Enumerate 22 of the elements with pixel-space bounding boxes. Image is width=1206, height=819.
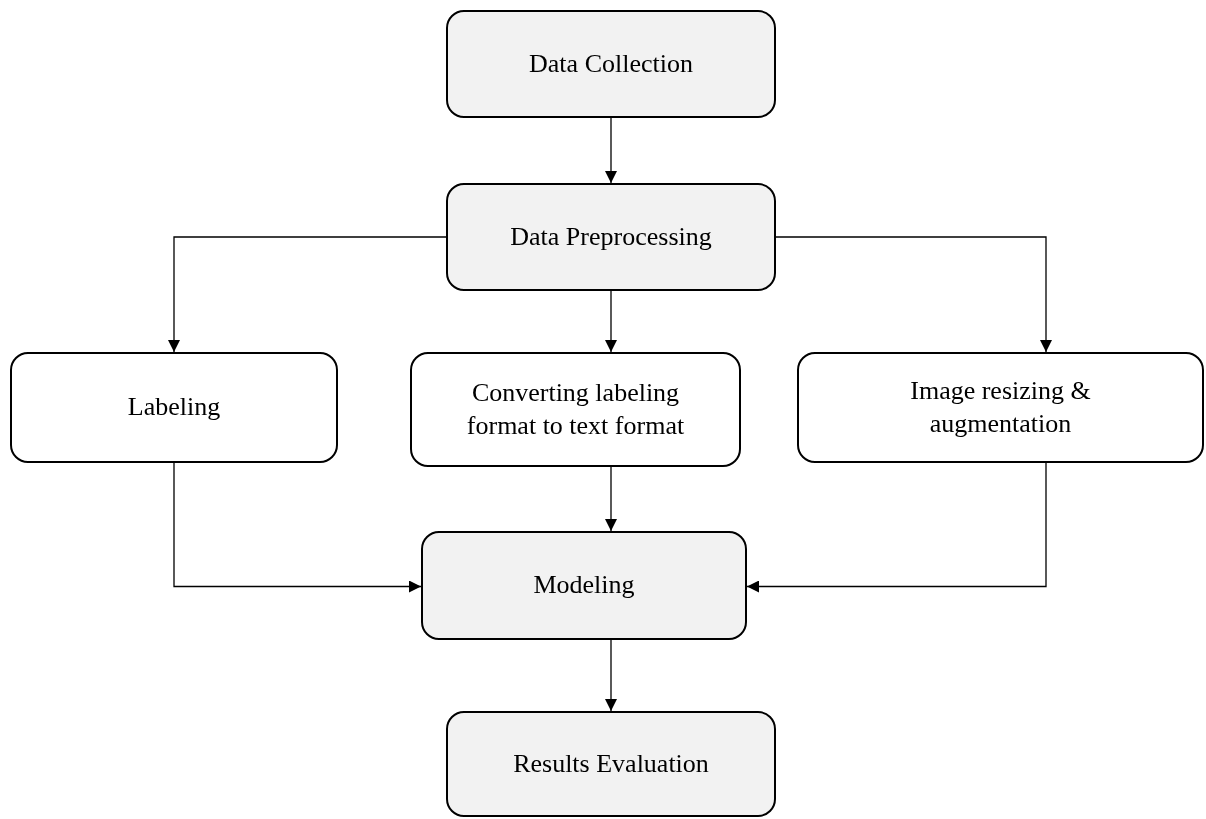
box-label: Data Collection — [529, 47, 693, 80]
arrow — [173, 462, 422, 593]
arrow — [775, 236, 1052, 353]
arrow — [605, 639, 617, 712]
box-label: Modeling — [533, 569, 635, 602]
process-box — [10, 352, 338, 463]
process-box — [410, 352, 741, 467]
process-box — [446, 183, 776, 291]
box-label: Results Evaluation — [513, 747, 709, 780]
process-box — [446, 10, 776, 118]
arrow — [605, 466, 617, 532]
arrow — [746, 462, 1047, 593]
box-label: Image resizing & augmentation — [909, 375, 1092, 440]
arrow — [168, 236, 447, 353]
process-box — [446, 711, 776, 817]
process-box — [797, 352, 1204, 463]
arrow — [605, 290, 617, 353]
arrow — [605, 117, 617, 184]
box-label: Labeling — [127, 391, 221, 424]
box-label: Converting labeling format to text format — [465, 377, 686, 442]
process-box — [421, 531, 747, 640]
box-label: Data Preprocessing — [510, 220, 712, 253]
